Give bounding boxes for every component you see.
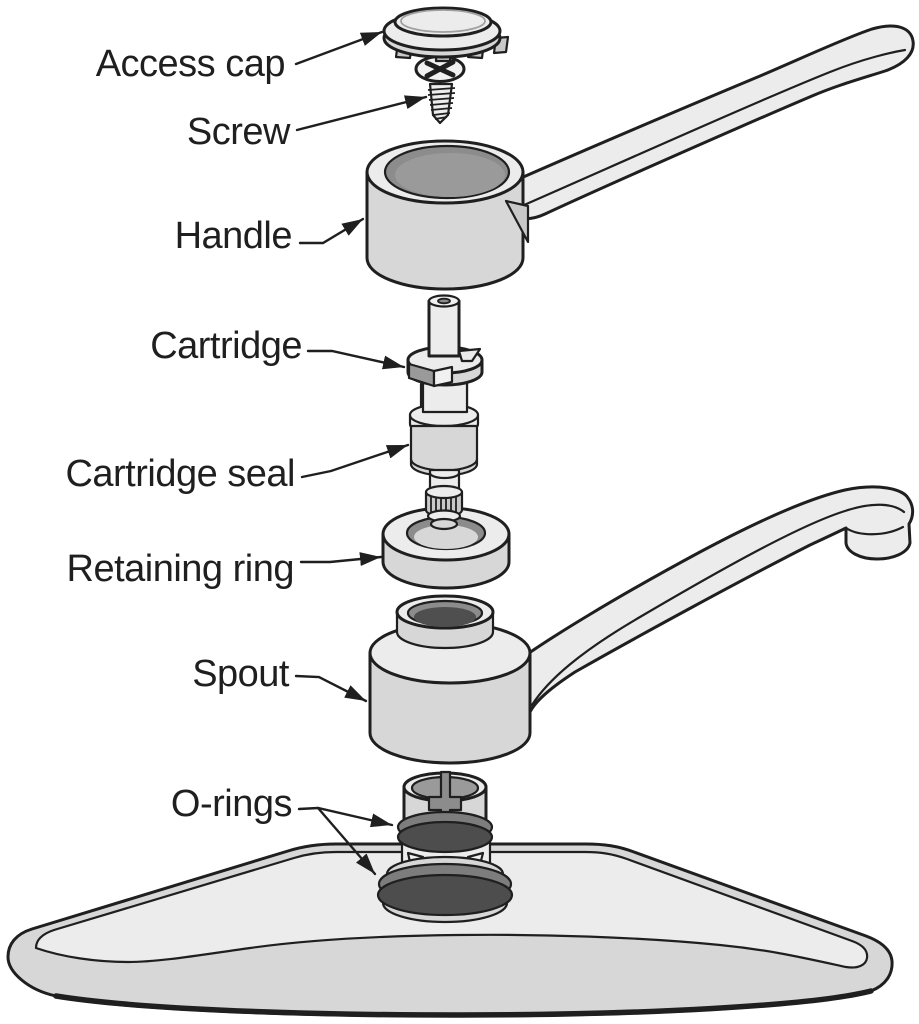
- seal-disc-2: [429, 517, 459, 531]
- part-cartridge: [406, 294, 484, 414]
- leader-lines: [294, 30, 428, 876]
- part-access-cap: [382, 6, 510, 63]
- label-retaining-ring: Retaining ring: [67, 548, 294, 590]
- cap-plateau: [393, 6, 493, 38]
- label-cartridge: Cartridge: [150, 325, 302, 367]
- leader-handle: [298, 217, 365, 245]
- part-handle: [365, 24, 915, 291]
- part-base-plate: [6, 842, 894, 1018]
- part-spout: [368, 485, 915, 765]
- label-screw: Screw: [187, 111, 291, 153]
- label-spout: Spout: [192, 653, 290, 695]
- handle-cylinder: [365, 170, 525, 291]
- spout-bore: [414, 607, 476, 627]
- part-screw: [414, 55, 466, 125]
- leader-spout: [294, 674, 368, 703]
- handle-web: [504, 199, 530, 244]
- leader-o-ring-upper: [297, 806, 394, 828]
- cartridge-collar-cut: [457, 347, 482, 363]
- leader-cartridge: [306, 349, 406, 370]
- label-handle: Handle: [175, 215, 292, 257]
- leader-cartridge-seal: [300, 443, 410, 479]
- leader-o-ring-lower: [316, 806, 377, 876]
- leader-retaining-ring: [299, 552, 383, 567]
- phillips-cross-icon: [424, 59, 456, 79]
- cartridge-stem: [427, 299, 461, 358]
- label-o-rings: O-rings: [171, 783, 292, 825]
- handle-bore: [395, 153, 505, 197]
- label-access-cap: Access cap: [96, 43, 285, 85]
- label-cartridge-seal: Cartridge seal: [65, 453, 295, 495]
- screw-threads: [427, 87, 456, 120]
- leader-access-cap: [294, 30, 384, 66]
- spout-arm: [506, 485, 915, 714]
- base-bottom-edge: [53, 988, 874, 1018]
- part-valve-body: [376, 770, 514, 924]
- part-retaining-ring: [381, 506, 511, 590]
- labels: Access cap Screw Handle Cartridge Cartri…: [65, 43, 302, 825]
- leader-screw: [295, 95, 428, 132]
